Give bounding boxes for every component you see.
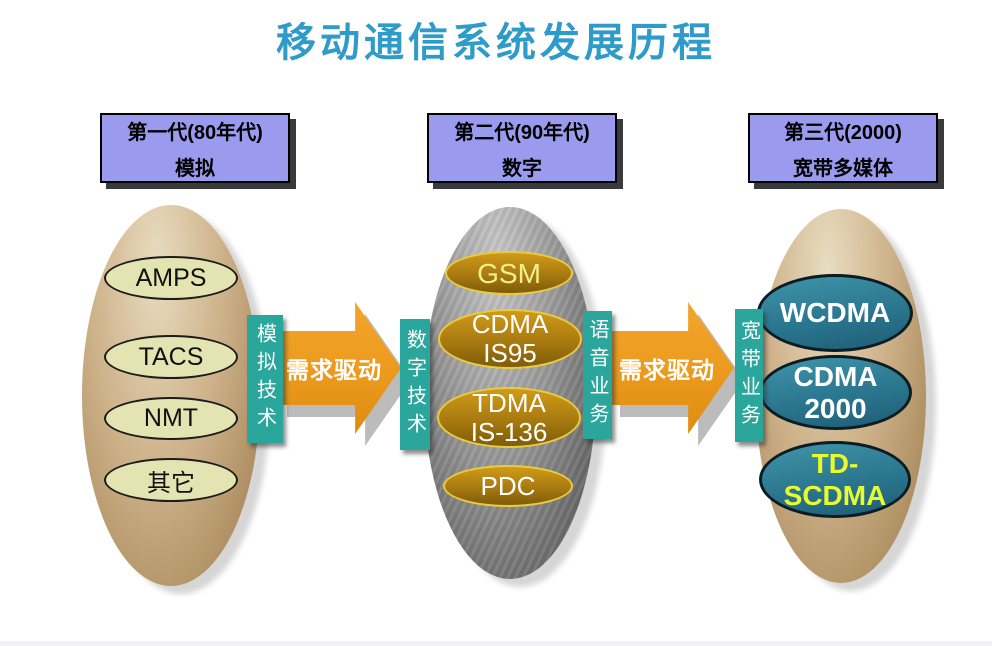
header-gen2: 第二代(90年代) 数字 [427, 113, 617, 183]
item-td-scdma: TD- SCDMA [759, 441, 911, 518]
item-label-line: CDMA [471, 309, 549, 339]
arrow-label: 需求驱动 [619, 357, 716, 383]
item-amps: AMPS [104, 256, 238, 300]
arrow-label: 需求驱动 [286, 357, 383, 383]
slide-title: 移动通信系统发展历程 [276, 21, 716, 65]
item-pdc: PDC [443, 465, 573, 507]
item-tdma-is136: TDMA IS-136 [437, 387, 581, 448]
header-gen1-line2: 模拟 [175, 157, 215, 180]
header-gen1-line1: 第一代(80年代) [127, 121, 263, 144]
bar-voice-service: 语音业务 [583, 311, 612, 439]
item-nmt: NMT [104, 397, 238, 440]
item-label-line: PDC [480, 470, 536, 501]
item-gsm: GSM [445, 251, 573, 295]
header-gen3-line2: 宽带多媒体 [793, 157, 893, 180]
item-label-line: TDMA [472, 387, 546, 418]
item-cdma-is95: CDMA IS95 [438, 309, 582, 369]
item-label-line: 2000 [804, 392, 867, 424]
header-gen3: 第三代(2000) 宽带多媒体 [748, 113, 938, 183]
item-label-line: GSM [477, 257, 541, 289]
bar-broadband-service: 宽带业务 [735, 309, 763, 442]
bar-digital-technology: 数字技术 [400, 319, 430, 450]
demand-arrow-2: 需求驱动 [610, 302, 744, 446]
item-other: 其它 [104, 458, 238, 502]
header-gen2-line1: 第二代(90年代) [454, 121, 590, 144]
item-label-line: 其它 [147, 469, 195, 497]
item-label-line: SCDMA [783, 479, 887, 511]
item-label-line: TACS [138, 342, 204, 371]
item-tacs: TACS [104, 335, 238, 379]
item-label-line: IS-136 [470, 416, 548, 447]
bottom-edge-line [0, 641, 992, 646]
item-label-line: TD- [811, 447, 859, 479]
item-wcdma: WCDMA [757, 274, 913, 352]
header-gen1: 第一代(80年代) 模拟 [100, 113, 290, 183]
item-label-line: CDMA [793, 360, 878, 392]
item-label-line: AMPS [135, 263, 207, 292]
item-label-line: WCDMA [779, 297, 891, 328]
header-gen2-line2: 数字 [502, 157, 542, 180]
header-gen3-line1: 第三代(2000) [784, 121, 902, 144]
demand-arrow-1: 需求驱动 [277, 302, 411, 446]
item-label-line: IS95 [483, 338, 537, 368]
item-cdma-2000: CDMA 2000 [759, 355, 912, 430]
bar-analog-technology: 模拟技术 [247, 315, 283, 443]
item-label-line: NMT [143, 404, 199, 432]
